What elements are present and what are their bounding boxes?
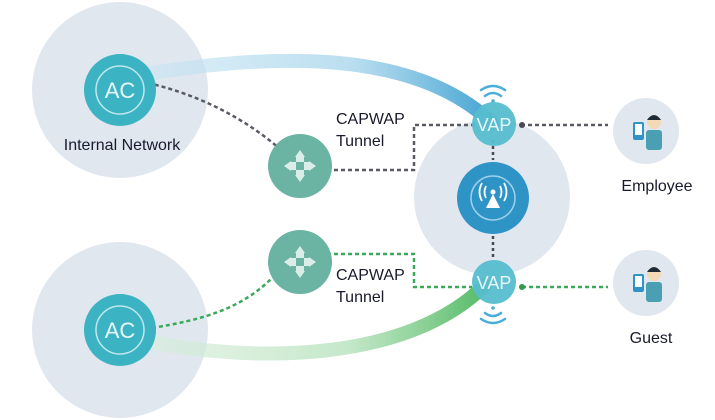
wifi-signal-icon [479, 84, 507, 103]
guest-traffic-beam [133, 278, 492, 361]
ac-controller-top[interactable]: AC [84, 54, 156, 126]
tunnel-label-top: Tunnel [336, 133, 384, 150]
access-point[interactable] [457, 162, 529, 234]
ac-controller-icon [95, 65, 145, 115]
guest-label: Guest [630, 330, 673, 347]
tunnel-label-bottom: Tunnel [336, 289, 384, 306]
ac-controller-icon [95, 305, 145, 355]
ac-controller-bottom[interactable]: AC [84, 294, 156, 366]
vap-top[interactable]: VAP [472, 84, 516, 146]
guest-capwap-tunnel-line [320, 252, 472, 289]
vap-top-text: VAP [477, 115, 512, 135]
employee-label: Employee [621, 178, 692, 195]
user-with-phone-icon [633, 115, 662, 150]
user-with-phone-icon [633, 267, 662, 302]
vap-bottom-text: VAP [477, 273, 512, 293]
guest-user[interactable] [613, 250, 679, 316]
capwap-label-bottom: CAPWAP [336, 267, 405, 284]
router-arrows-icon [284, 150, 316, 182]
ac-top-text: AC [105, 78, 136, 103]
employee-user[interactable] [613, 98, 679, 164]
vap-bottom[interactable]: VAP [472, 260, 516, 325]
router-arrows-icon [284, 246, 316, 278]
guest-ac-link [151, 277, 273, 330]
relay-node-top[interactable] [268, 134, 332, 198]
wifi-signal-icon [479, 306, 507, 325]
ac-bottom-text: AC [105, 318, 136, 343]
link-dot [519, 284, 525, 290]
link-dot [519, 122, 525, 128]
employee-capwap-tunnel-line [320, 123, 476, 172]
employee-traffic-beam [133, 53, 499, 130]
internal-network-label: Internal Network [64, 137, 181, 154]
relay-node-bottom[interactable] [268, 230, 332, 294]
wireless-ap-icon [478, 182, 508, 208]
capwap-label-top: CAPWAP [336, 111, 405, 128]
